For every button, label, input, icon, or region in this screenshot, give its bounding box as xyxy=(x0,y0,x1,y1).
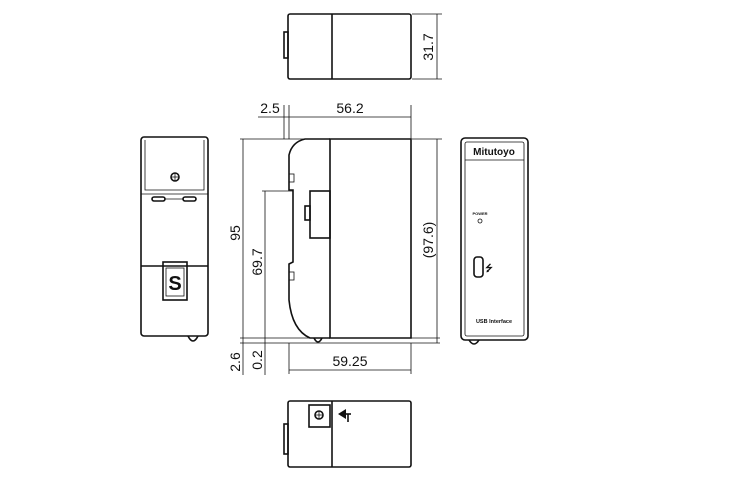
svg-text:S: S xyxy=(168,273,181,295)
side-view: 2.5 56.2 95 69.7 (97.6) 2.6 0.2 59.25 xyxy=(227,100,442,375)
product-label: USB Interface xyxy=(476,319,512,325)
dim-97-6: (97.6) xyxy=(420,222,436,259)
dim-0-2: 0.2 xyxy=(249,350,265,370)
front-panel-view: Mitutoyo POWER ⭍ USB Interface xyxy=(460,137,529,345)
usb-icon: ⭍ xyxy=(485,263,493,273)
bottom-view xyxy=(283,400,412,468)
top-view: 31.7 xyxy=(283,13,442,80)
rear-view: S xyxy=(140,136,209,342)
dim-31-7: 31.7 xyxy=(420,33,436,60)
power-led-icon xyxy=(477,218,483,224)
dim-95: 95 xyxy=(227,225,243,241)
dim-69-7: 69.7 xyxy=(249,248,265,275)
arrow-icon xyxy=(338,409,346,419)
dim-56-2: 56.2 xyxy=(336,100,363,116)
brand-logo: Mitutoyo xyxy=(473,147,515,158)
usb-c-port xyxy=(473,256,484,278)
power-label: POWER xyxy=(472,211,487,216)
dim-2-5: 2.5 xyxy=(260,100,280,116)
dim-2-6: 2.6 xyxy=(227,352,243,372)
dim-59-25: 59.25 xyxy=(332,353,367,369)
